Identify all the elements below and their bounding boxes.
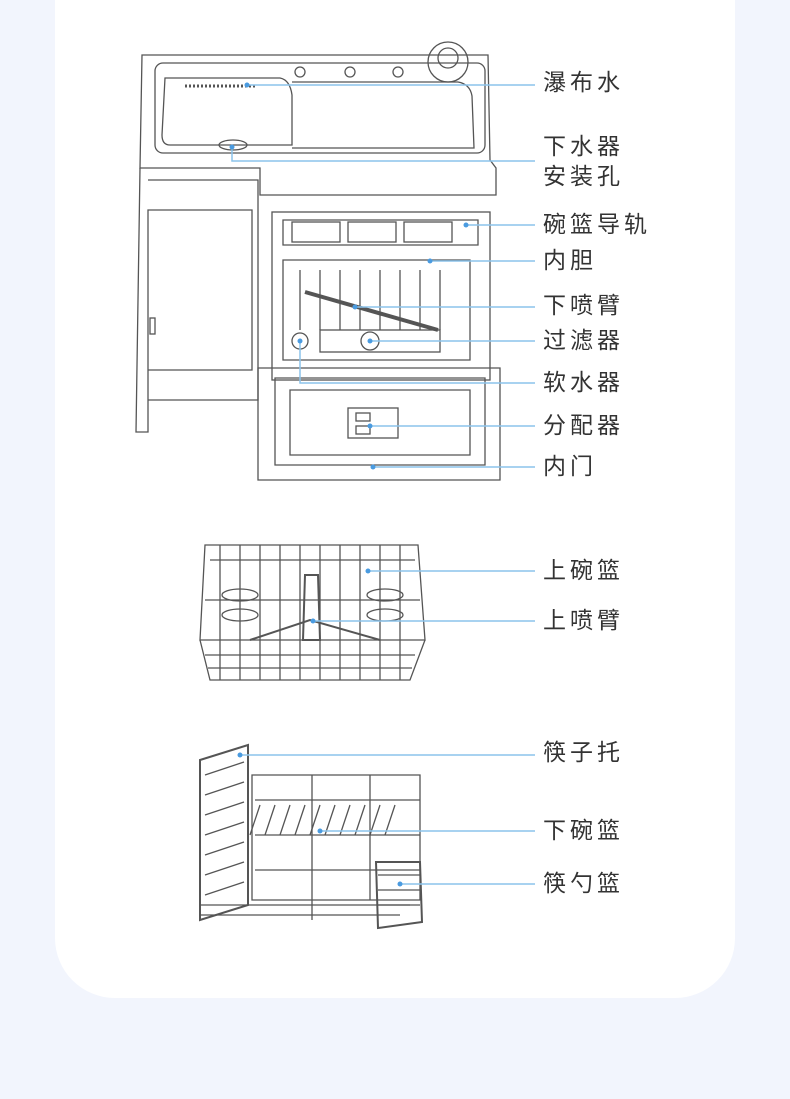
label-chopstick-tray: 筷子托 <box>543 740 624 766</box>
label-rack-rail: 碗篮导轨 <box>543 212 651 238</box>
label-upper-rack: 上碗篮 <box>543 558 624 584</box>
label-inner-door: 内门 <box>543 454 597 480</box>
label-cutlery-basket: 筷勺篮 <box>543 871 624 897</box>
label-drain-hole-line1: 下水器 <box>543 134 624 160</box>
label-inner-tank: 内胆 <box>543 248 597 274</box>
sink-cabinet-drawing <box>135 41 501 481</box>
leader-lines <box>231 84 535 885</box>
leader-dots <box>229 82 469 887</box>
lower-rack-drawing <box>199 743 424 930</box>
label-water-softener: 软水器 <box>543 370 624 396</box>
label-upper-spray-arm: 上喷臂 <box>543 608 624 634</box>
label-filter: 过滤器 <box>543 328 624 354</box>
upper-rack-drawing <box>199 544 426 681</box>
label-dispenser: 分配器 <box>543 413 624 439</box>
label-waterfall: 瀑布水 <box>543 70 624 96</box>
label-drain-hole-line2: 安装孔 <box>543 164 624 190</box>
label-lower-rack: 下碗篮 <box>543 818 624 844</box>
label-lower-spray-arm: 下喷臂 <box>543 293 624 319</box>
